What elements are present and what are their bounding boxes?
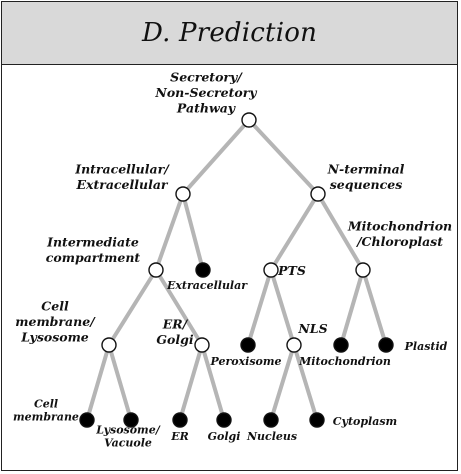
- edges-layer: [85, 118, 388, 422]
- node-pts: [263, 262, 279, 278]
- label-er: ER: [170, 430, 189, 443]
- edge-er_golgi-er: [178, 343, 204, 422]
- node-lysosome: [123, 412, 139, 428]
- edge-cellmem_lys-cellmem: [85, 343, 111, 422]
- node-extra: [195, 262, 211, 278]
- label-mito_chl: Mitochondrion/Chloroplast: [347, 218, 452, 249]
- label-mitochondrion: Mitochondrion: [298, 355, 391, 368]
- label-cytoplasm: Cytoplasm: [333, 415, 397, 428]
- node-cellmem_lys: [101, 337, 117, 353]
- edge-nterm-mito_chl: [316, 192, 365, 272]
- node-cytoplasm: [309, 412, 325, 428]
- label-plastid: Plastid: [404, 340, 448, 353]
- label-extra: Extracellular: [166, 279, 248, 292]
- label-pts: PTS: [277, 263, 306, 278]
- label-lysosome: Lysosome/Vacuole: [95, 424, 160, 450]
- edge-nls-nucleus: [269, 343, 296, 422]
- node-mito_chl: [355, 262, 371, 278]
- edge-root-nterm: [247, 118, 320, 196]
- edge-pts-nls: [269, 268, 296, 347]
- node-golgi: [216, 412, 232, 428]
- edge-inter-cellmem_lys: [107, 268, 158, 347]
- edge-inter-er_golgi: [154, 268, 204, 347]
- node-cellmem: [79, 412, 95, 428]
- node-intra: [175, 186, 191, 202]
- node-peroxisome: [240, 337, 256, 353]
- label-peroxisome: Peroxisome: [209, 355, 281, 368]
- node-nucleus: [263, 412, 279, 428]
- edge-er_golgi-golgi: [200, 343, 226, 422]
- edge-cellmem_lys-lysosome: [107, 343, 133, 422]
- edge-root-intra: [181, 118, 251, 196]
- edge-intra-extra: [181, 192, 205, 272]
- diagram-title: D. Prediction: [141, 18, 318, 48]
- edge-mito_chl-plastid: [361, 268, 388, 347]
- node-mitochondrion: [333, 337, 349, 353]
- node-root: [241, 112, 257, 128]
- node-er_golgi: [194, 337, 210, 353]
- edge-nls-cytoplasm: [292, 343, 319, 422]
- node-nls: [286, 337, 302, 353]
- node-nterm: [310, 186, 326, 202]
- edge-intra-inter: [154, 192, 185, 272]
- edge-nterm-pts: [269, 192, 320, 272]
- nodes-layer: [79, 112, 394, 428]
- label-er_golgi: ER/Golgi: [156, 316, 194, 347]
- label-nls: NLS: [297, 321, 327, 336]
- label-golgi: Golgi: [208, 430, 241, 443]
- edge-mito_chl-mitochondrion: [339, 268, 365, 347]
- edge-pts-peroxisome: [246, 268, 273, 347]
- label-nucleus: Nucleus: [246, 430, 297, 443]
- node-er: [172, 412, 188, 428]
- node-inter: [148, 262, 164, 278]
- node-plastid: [378, 337, 394, 353]
- label-intra: Intracellular/Extracellular: [74, 161, 170, 192]
- diagram-header: D. Prediction: [1, 1, 458, 65]
